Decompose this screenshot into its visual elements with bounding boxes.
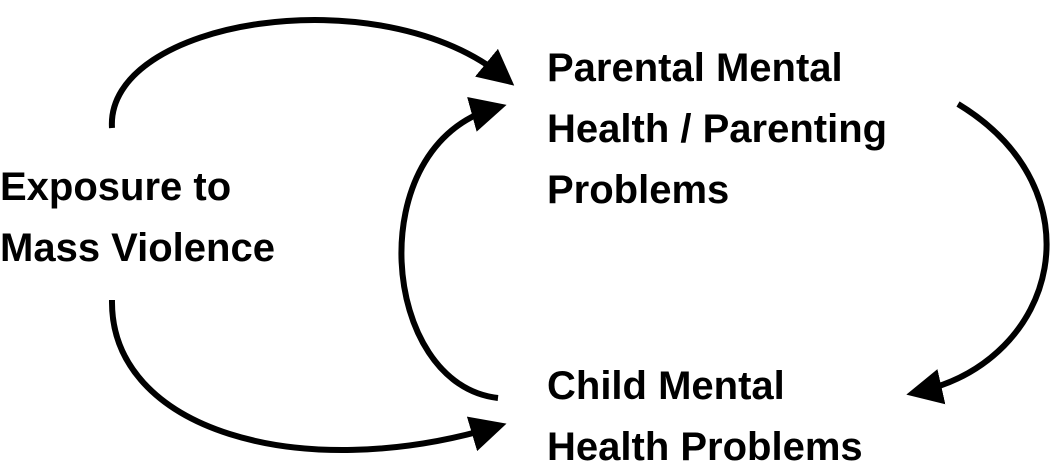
node-child-mental-health: Child Mental Health Problems xyxy=(547,356,863,469)
node-label-line: Mass Violence xyxy=(0,226,275,270)
node-label-line: Health Problems xyxy=(547,425,863,469)
arrow-child-to-parental xyxy=(398,97,507,401)
node-label-line: Child Mental xyxy=(547,364,785,408)
node-label-line: Parental Mental xyxy=(547,46,843,90)
node-label-line: Health / Parenting xyxy=(547,107,888,151)
node-label-line: Exposure to xyxy=(0,165,232,209)
node-label-line: Problems xyxy=(547,168,730,212)
arrow-exposure-to-parental xyxy=(108,17,515,129)
arrow-parental-to-child xyxy=(906,101,1050,405)
node-parental-mental-health: Parental Mental Health / Parenting Probl… xyxy=(547,38,887,221)
arrow-exposure-to-child xyxy=(108,299,507,453)
node-exposure-to-mass-violence: Exposure to Mass Violence xyxy=(0,157,275,279)
